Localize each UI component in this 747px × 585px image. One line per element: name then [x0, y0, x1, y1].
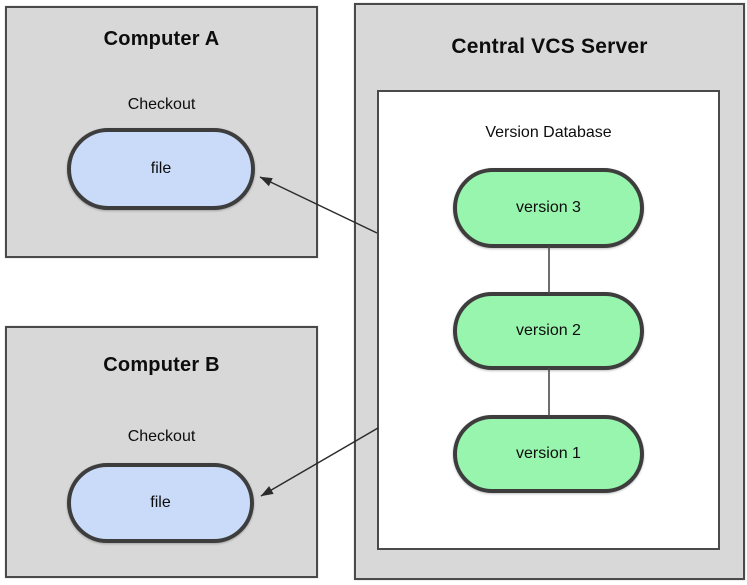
version-database-title: Version Database [485, 124, 612, 141]
computer-a-title: Computer A [103, 28, 220, 50]
computer-b-file-label: file [150, 494, 171, 511]
computer-a-box: Computer A Checkout file [5, 6, 318, 258]
computer-b-box: Computer B Checkout file [5, 326, 318, 578]
central-vcs-server-title: Central VCS Server [451, 35, 648, 58]
version-1-node: version 1 [453, 415, 644, 493]
computer-a-file-label: file [150, 160, 172, 177]
computer-b-file-node: file [67, 463, 254, 543]
version-2-node: version 2 [453, 292, 644, 370]
computer-b-checkout-label: Checkout [127, 428, 196, 445]
computer-b-title: Computer B [103, 354, 220, 376]
version-3-node: version 3 [453, 168, 644, 248]
version-3-label: version 3 [516, 199, 581, 216]
computer-a-checkout-label: Checkout [127, 96, 196, 113]
version-2-label: version 2 [516, 322, 581, 339]
version-1-label: version 1 [516, 445, 581, 462]
computer-a-file-node: file [67, 128, 255, 210]
